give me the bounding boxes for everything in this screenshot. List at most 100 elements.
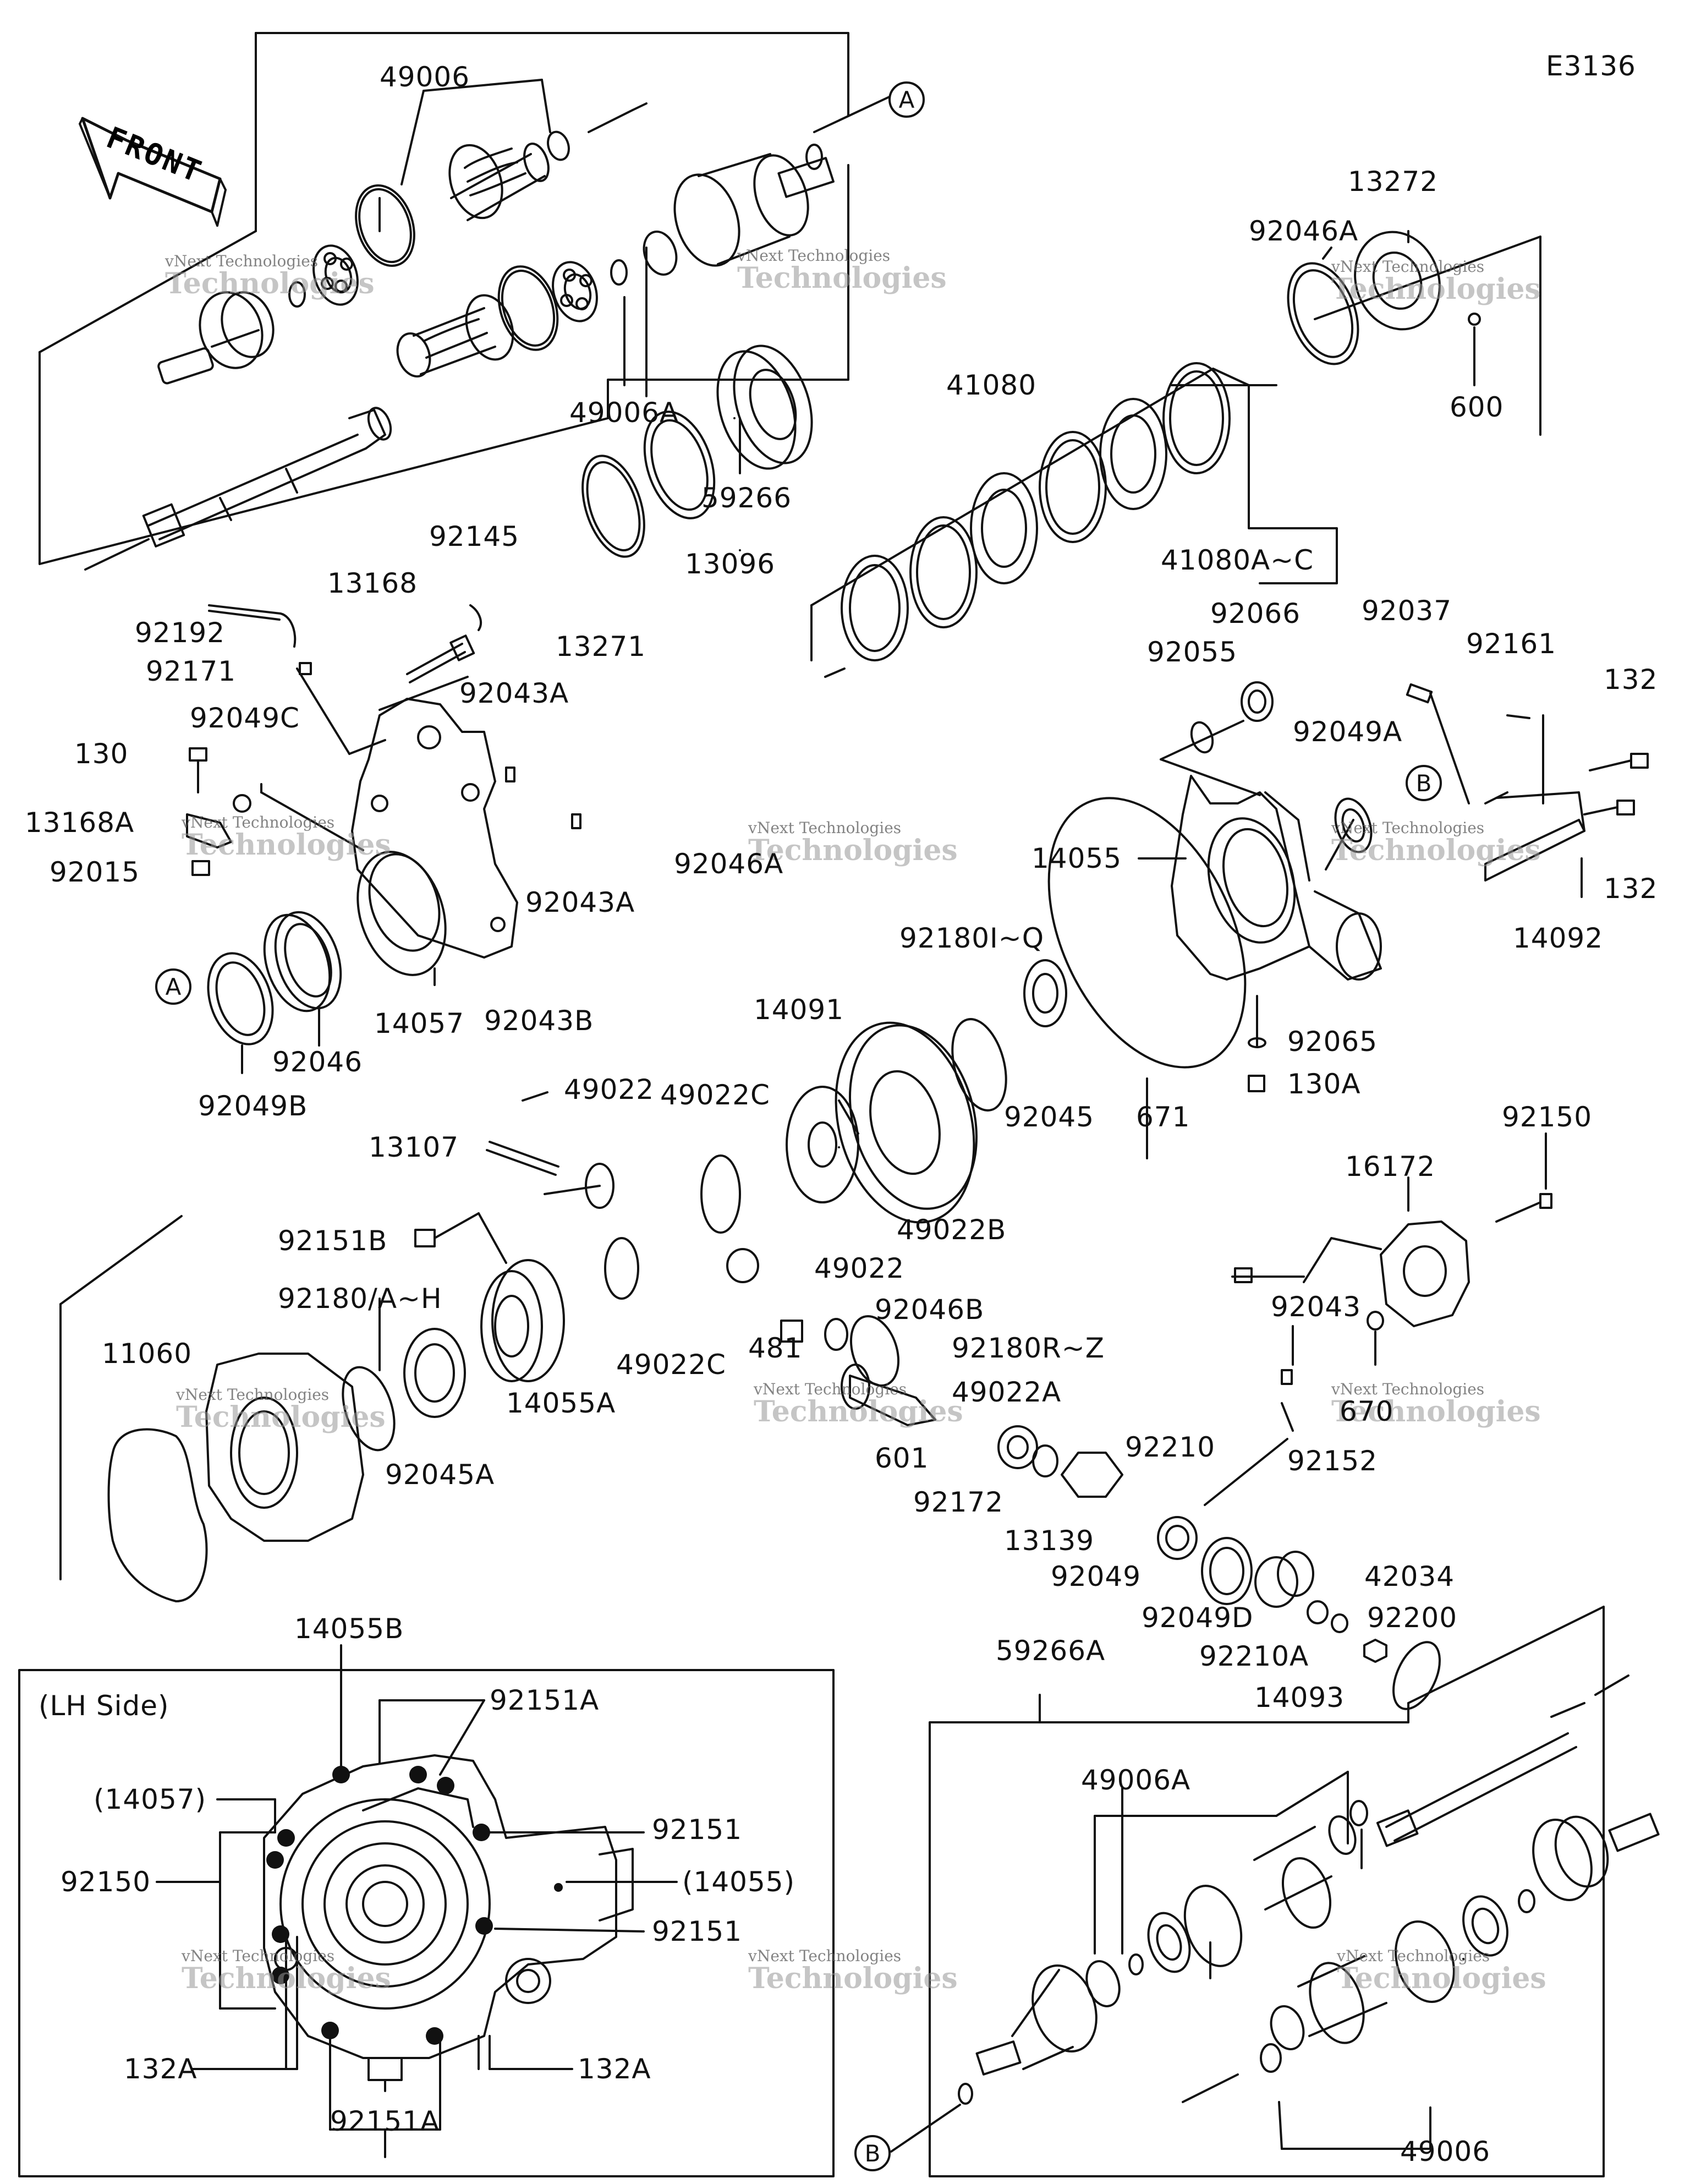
part-label[interactable]: 13168 bbox=[327, 567, 418, 599]
part-label[interactable]: 49022B bbox=[897, 1214, 1007, 1246]
part-label[interactable]: 49006 bbox=[380, 61, 470, 93]
part-label[interactable]: 601 bbox=[875, 1442, 929, 1474]
part-label[interactable]: 92049D bbox=[1142, 1602, 1254, 1634]
axle-shaft-rear bbox=[1376, 1674, 1629, 1847]
part-label[interactable]: 14091 bbox=[754, 994, 844, 1026]
part-label[interactable]: 92180R~Z bbox=[952, 1332, 1105, 1364]
part-label[interactable]: 132 bbox=[1604, 873, 1658, 905]
cv-joint-rear-outer bbox=[1532, 1813, 1660, 1901]
part-label[interactable]: 132A bbox=[578, 2053, 651, 2085]
part-label[interactable]: 92046A bbox=[674, 848, 784, 880]
part-label[interactable]: 49006A bbox=[1081, 1764, 1191, 1796]
part-label[interactable]: 42034 bbox=[1364, 1561, 1455, 1592]
part-label[interactable]: 11060 bbox=[102, 1338, 193, 1370]
part-label[interactable]: 92049B bbox=[198, 1090, 308, 1122]
part-label[interactable]: 14055B bbox=[294, 1613, 404, 1645]
part-label[interactable]: 670 bbox=[1340, 1395, 1394, 1427]
part-label[interactable]: (14055) bbox=[682, 1866, 795, 1898]
part-label[interactable]: 481 bbox=[748, 1332, 803, 1364]
band-ring-rear bbox=[1183, 1885, 1243, 1967]
part-label[interactable]: 92180/A~H bbox=[278, 1283, 442, 1315]
part-label[interactable]: 49022 bbox=[814, 1252, 905, 1284]
part-label[interactable]: 13107 bbox=[369, 1131, 459, 1163]
part-label[interactable]: 92046 bbox=[272, 1046, 363, 1078]
part-label[interactable]: 600 bbox=[1450, 391, 1504, 423]
part-label[interactable]: 92043A bbox=[459, 677, 569, 709]
callout-a-left[interactable]: A bbox=[155, 968, 191, 1005]
part-label[interactable]: 41080A~C bbox=[1161, 544, 1314, 576]
part-label[interactable]: 92066 bbox=[1210, 598, 1301, 630]
part-label[interactable]: 92049C bbox=[190, 702, 300, 734]
part-label[interactable]: 41080 bbox=[946, 369, 1037, 401]
part-label[interactable]: 92145 bbox=[429, 521, 520, 552]
callout-b-right[interactable]: B bbox=[1406, 765, 1442, 801]
callout-b-bottom[interactable]: B bbox=[854, 2135, 891, 2171]
part-label[interactable]: 14055A bbox=[506, 1387, 616, 1419]
part-label[interactable]: 92151 bbox=[652, 1814, 743, 1846]
part-label[interactable]: 92043 bbox=[1271, 1291, 1362, 1323]
boot-rear-lower bbox=[1270, 1955, 1387, 2051]
part-label[interactable]: 130 bbox=[74, 738, 129, 770]
part-label[interactable]: 92151A bbox=[330, 2105, 440, 2137]
lh-bolts[interactable] bbox=[266, 1766, 563, 2045]
part-label[interactable]: 92151A bbox=[490, 1684, 600, 1716]
part-label[interactable]: 132 bbox=[1604, 664, 1658, 696]
leaders-left-mid bbox=[241, 667, 469, 1074]
part-label[interactable]: 92046A bbox=[1249, 215, 1359, 247]
part-label[interactable]: 92065 bbox=[1287, 1026, 1378, 1058]
part-label[interactable]: 13096 bbox=[685, 548, 776, 580]
part-label[interactable]: 130A bbox=[1287, 1068, 1361, 1100]
part-label[interactable]: 92210 bbox=[1125, 1431, 1216, 1463]
part-label[interactable]: 92037 bbox=[1362, 595, 1452, 627]
part-label[interactable]: 92045A bbox=[385, 1459, 495, 1491]
part-label[interactable]: (14057) bbox=[94, 1783, 207, 1815]
part-label[interactable]: 92200 bbox=[1367, 1602, 1458, 1634]
part-label[interactable]: 92043B bbox=[484, 1005, 594, 1037]
part-label[interactable]: 16172 bbox=[1345, 1151, 1436, 1183]
part-label[interactable]: 92210A bbox=[1199, 1640, 1309, 1672]
part-label[interactable]: 671 bbox=[1136, 1101, 1190, 1133]
part-label[interactable]: 92055 bbox=[1147, 636, 1238, 668]
part-label[interactable]: 92150 bbox=[61, 1866, 151, 1898]
part-label[interactable]: 92151 bbox=[652, 1915, 743, 1947]
part-label[interactable]: 92043A bbox=[525, 886, 635, 918]
part-label[interactable]: 14057 bbox=[374, 1008, 465, 1039]
part-label[interactable]: 13168A bbox=[25, 807, 135, 839]
part-label[interactable]: 92150 bbox=[1502, 1101, 1593, 1133]
part-label[interactable]: 13139 bbox=[1004, 1525, 1095, 1557]
part-label[interactable]: 92045 bbox=[1004, 1101, 1095, 1133]
part-label[interactable]: 49022C bbox=[660, 1079, 770, 1111]
part-label[interactable]: 92046B bbox=[875, 1294, 985, 1326]
bearing-92045 bbox=[1023, 959, 1067, 1027]
boot-clamp bbox=[547, 130, 570, 161]
part-label[interactable]: 13271 bbox=[556, 631, 646, 663]
part-label[interactable]: 92192 bbox=[135, 617, 226, 649]
part-label[interactable]: 92049 bbox=[1051, 1561, 1142, 1592]
part-label[interactable]: 14093 bbox=[1254, 1682, 1345, 1714]
part-label[interactable]: 59266 bbox=[701, 482, 792, 514]
part-label[interactable]: 92151B bbox=[278, 1225, 388, 1257]
leaders-right-low bbox=[340, 1099, 1547, 1778]
part-label[interactable]: 14092 bbox=[1513, 922, 1604, 954]
callout-a-top[interactable]: A bbox=[888, 81, 925, 118]
part-label[interactable]: 92180I~Q bbox=[899, 922, 1045, 954]
part-label[interactable]: 92171 bbox=[146, 655, 237, 687]
part-label[interactable]: 59266A bbox=[996, 1635, 1106, 1667]
snap-ring bbox=[610, 259, 628, 286]
part-label[interactable]: 92161 bbox=[1466, 628, 1557, 660]
snap-ring-rear bbox=[1128, 1953, 1144, 1975]
clip-92171 bbox=[299, 662, 312, 675]
part-label[interactable]: 14055 bbox=[1031, 842, 1122, 874]
rear-case-14055 bbox=[1171, 775, 1382, 981]
part-label[interactable]: 92152 bbox=[1287, 1445, 1378, 1477]
part-label[interactable]: 92049A bbox=[1293, 716, 1403, 748]
part-label[interactable]: 49006A bbox=[569, 397, 679, 429]
part-label[interactable]: 49022 bbox=[564, 1074, 655, 1105]
part-label[interactable]: 13272 bbox=[1348, 166, 1439, 198]
part-label[interactable]: 92015 bbox=[50, 856, 140, 888]
part-label[interactable]: 92172 bbox=[913, 1486, 1004, 1518]
part-label[interactable]: 49022A bbox=[952, 1376, 1062, 1408]
part-label[interactable]: 49006 bbox=[1400, 2136, 1491, 2167]
part-label[interactable]: 132A bbox=[124, 2053, 197, 2085]
part-label[interactable]: 49022C bbox=[616, 1349, 726, 1381]
